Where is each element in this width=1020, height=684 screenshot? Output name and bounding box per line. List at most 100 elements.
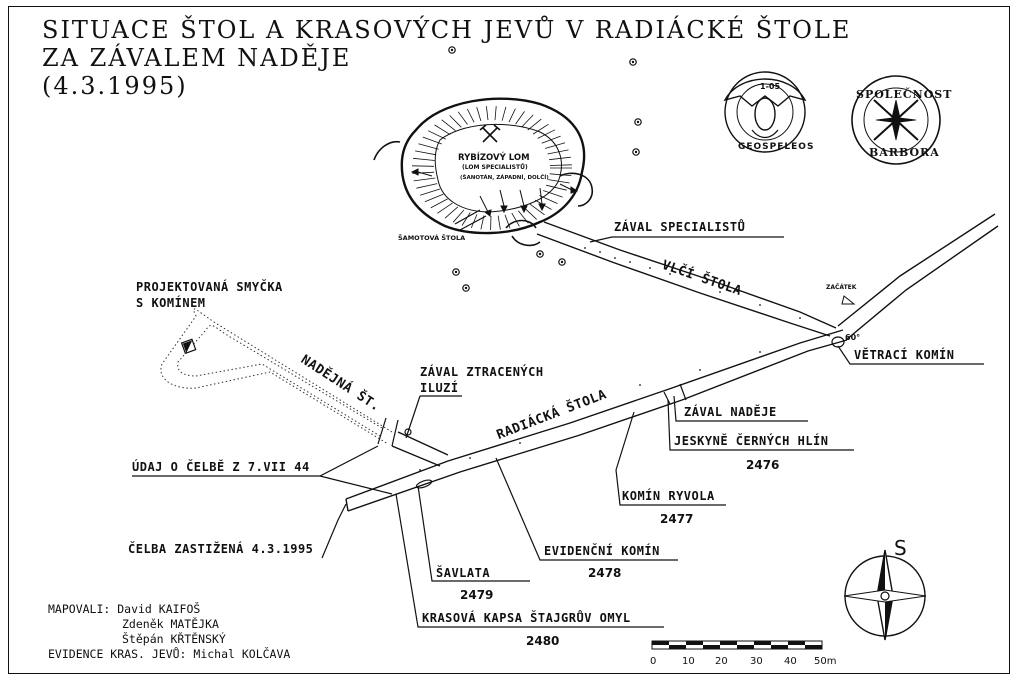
scale-tick-20: 20 bbox=[715, 656, 728, 667]
zaval-specialistu-label: ZÁVAL SPECIALISTŮ bbox=[614, 220, 746, 234]
gallery-stipple bbox=[419, 247, 801, 471]
quarry-hatch-stroke bbox=[415, 150, 437, 156]
borehole-dot bbox=[454, 270, 458, 274]
quarry-hatch-stroke bbox=[449, 115, 462, 128]
geospeleos-text: GEOSPELEOS bbox=[738, 142, 815, 152]
komin-ryvola-label: KOMÍN RYVOLA bbox=[622, 489, 715, 503]
quarry-hatch-stroke bbox=[413, 177, 436, 182]
compass-rose-icon bbox=[843, 549, 927, 641]
quarry-hatch-stroke bbox=[504, 214, 511, 229]
scale-bar-segment bbox=[771, 645, 788, 649]
credits-line2: Zdeněk MATĚJKA bbox=[122, 617, 219, 631]
quarry-hatch-stroke bbox=[547, 149, 569, 155]
quarry-hatch-stroke bbox=[457, 111, 468, 125]
projektovana-line2: S KOMÍNEM bbox=[136, 296, 206, 310]
quarry-hatching bbox=[411, 106, 572, 231]
zaval-ztracenych-line1: ZÁVAL ZTRACENÝCH bbox=[420, 365, 544, 379]
quarry-hatch-stroke bbox=[508, 108, 516, 123]
quarry-hatch-stroke bbox=[543, 190, 563, 198]
quarry-hatch-stroke bbox=[430, 198, 448, 209]
quarry-hatch-stroke bbox=[532, 123, 549, 135]
tunnel-marks bbox=[377, 336, 845, 489]
savlata-number: 2479 bbox=[460, 588, 494, 602]
quarry-hatch-stroke bbox=[524, 207, 537, 220]
quarry-subtitle: (LOM SPECIALISTŮ) bbox=[462, 164, 528, 171]
barbora-top-text: SPOLEČNOST bbox=[856, 88, 953, 101]
quarry-hatch-stroke bbox=[515, 111, 525, 125]
map-title-line1: SITUACE ŠTOL A KRASOVÝCH JEVŮ V RADIÁCKÉ… bbox=[42, 16, 852, 44]
quarry-hatch-stroke bbox=[541, 135, 561, 144]
quarry-hatch-stroke bbox=[411, 165, 435, 167]
quarry-hatch-stroke bbox=[544, 142, 566, 149]
quarry-hatch-stroke bbox=[511, 212, 520, 227]
quarry-hatch-stroke bbox=[529, 203, 545, 216]
credits-line1: MAPOVALI: David KAIFOŠ bbox=[48, 602, 201, 616]
quarry-hatch-stroke bbox=[501, 106, 507, 121]
quarry-mounds bbox=[373, 140, 594, 247]
borehole-dot bbox=[450, 48, 454, 52]
scale-bar-segment bbox=[720, 641, 737, 645]
quarry-outline bbox=[400, 97, 586, 235]
quarry-name: RYBÍZOVÝ LOM bbox=[458, 153, 530, 163]
borehole-markers bbox=[448, 46, 642, 292]
radiacka-stola bbox=[345, 329, 848, 512]
quarry-hatch-stroke bbox=[461, 212, 471, 226]
barbora-logo bbox=[851, 75, 941, 165]
degrees-label: 60° bbox=[845, 333, 861, 342]
krasova-kapsa-number: 2480 bbox=[526, 634, 560, 648]
borehole-dot bbox=[636, 120, 640, 124]
krasova-kapsa-label: KRASOVÁ KAPSA ŠTAJGRŮV OMYL bbox=[422, 611, 631, 625]
credits-line4: EVIDENCE KRAS. JEVŮ: Michal KOLČAVA bbox=[48, 647, 291, 661]
quarry-hatch-stroke bbox=[486, 106, 489, 121]
quarry-hatch-stroke bbox=[549, 173, 572, 176]
udaj-label: ÚDAJ O ČELBĚ Z 7.VII 44 bbox=[132, 460, 310, 474]
scale-bar-segment bbox=[703, 645, 720, 649]
evidencni-komin-label: EVIDENČNÍ KOMÍN bbox=[544, 544, 660, 558]
quarry-hatch-stroke bbox=[416, 183, 438, 189]
jeskyne-label: JESKYNĚ ČERNÝCH HLÍN bbox=[674, 434, 829, 448]
scale-bar-segment bbox=[754, 641, 771, 645]
loop-shaft-marker bbox=[180, 338, 197, 355]
scale-bar-segment bbox=[686, 641, 703, 645]
quarry-hatch-stroke bbox=[527, 118, 542, 131]
scale-bar-segment bbox=[788, 641, 805, 645]
quarry-hatch-stroke bbox=[418, 143, 439, 150]
quarry-hatch-stroke bbox=[497, 215, 501, 230]
compass-letter: S bbox=[894, 536, 907, 560]
quarry-hatch-stroke bbox=[441, 119, 456, 132]
leader-lines bbox=[132, 236, 984, 628]
zaval-ztracenych-line2: ILUZÍ bbox=[420, 381, 459, 395]
quarry-arrows bbox=[410, 168, 579, 217]
komin-ryvola-number: 2477 bbox=[660, 512, 694, 526]
scale-bar bbox=[651, 640, 823, 650]
quarry-hatch-stroke bbox=[422, 136, 442, 145]
jeskyne-number: 2476 bbox=[746, 458, 780, 472]
geospeleos-logo bbox=[723, 71, 807, 153]
borehole-dot bbox=[464, 286, 468, 290]
scale-bar-segment bbox=[737, 645, 754, 649]
right-gallery bbox=[837, 213, 999, 341]
samotova-label: ŠAMOTOVÁ ŠTOLA bbox=[398, 234, 466, 242]
quarry-subtitle-2: (ŠANOTÁN, ZÁPADNÍ, DOLČÍ) bbox=[460, 175, 549, 181]
vetraci-komin-label: VĚTRACÍ KOMÍN bbox=[854, 348, 955, 362]
celba-label: ČELBA ZASTIŽENÁ 4.3.1995 bbox=[128, 542, 314, 556]
samotova-stola bbox=[454, 209, 487, 231]
projected-loop bbox=[160, 308, 393, 445]
scale-bar-segment bbox=[669, 645, 686, 649]
quarry-hatch-stroke bbox=[412, 157, 435, 161]
quarry-hatch-stroke bbox=[494, 106, 497, 121]
quarry-hatch-stroke bbox=[470, 214, 478, 229]
savlata-label: ŠAVLATA bbox=[436, 566, 491, 580]
quarry-hatch-stroke bbox=[437, 202, 453, 214]
quarry-hatch-stroke bbox=[537, 129, 556, 139]
quarry-hatch-stroke bbox=[434, 124, 451, 136]
quarry-hatch-stroke bbox=[476, 106, 482, 122]
quarry-hatch-stroke bbox=[419, 188, 441, 196]
nadejna-stola bbox=[391, 431, 449, 467]
map-title-line2: ZA ZÁVALEM NADĚJE bbox=[42, 44, 352, 72]
quarry-hatch-stroke bbox=[444, 206, 459, 219]
quarry-hatch-stroke bbox=[427, 130, 446, 140]
credits-line3: Štěpán KŘTĚNSKÝ bbox=[122, 632, 226, 646]
quarry-hatch-stroke bbox=[546, 184, 567, 191]
